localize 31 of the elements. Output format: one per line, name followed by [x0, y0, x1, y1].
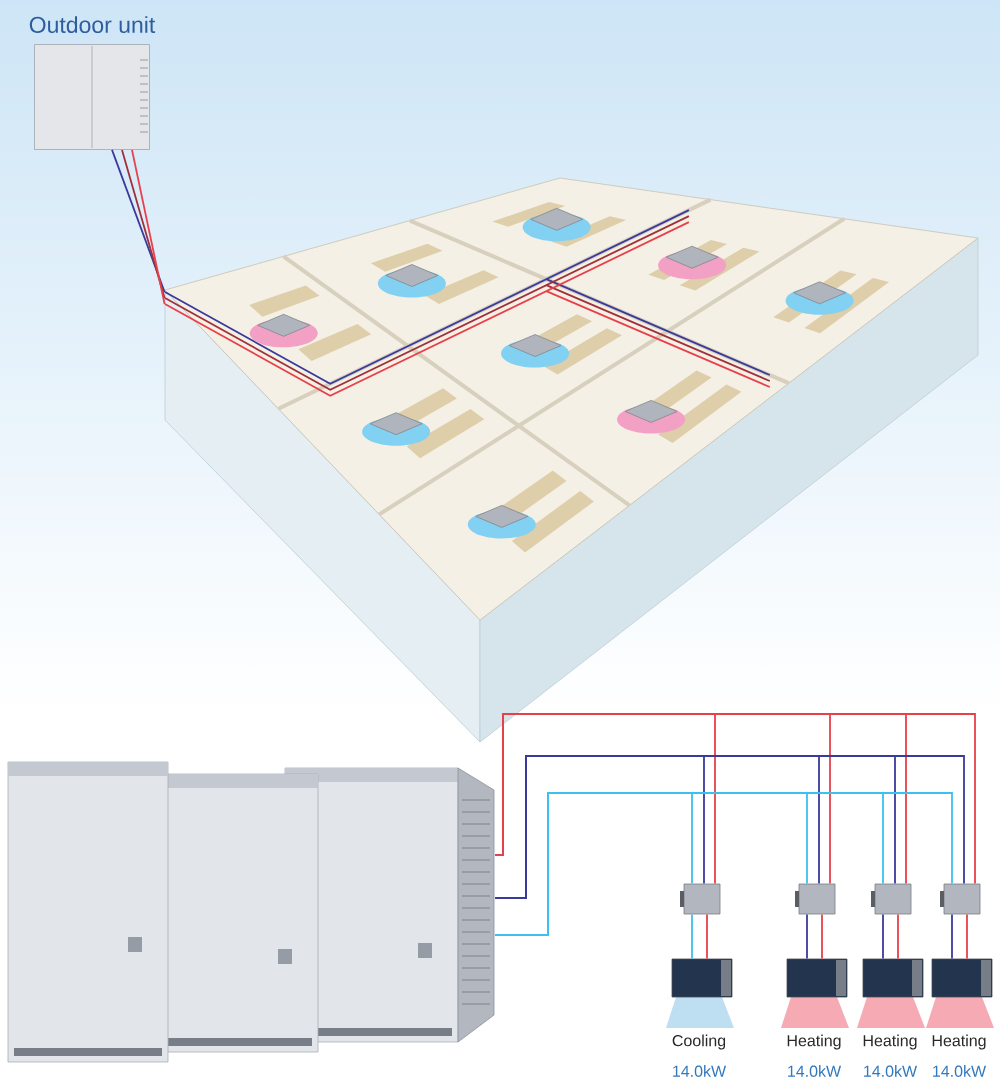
pipe: [494, 792, 953, 936]
pipe: [806, 913, 808, 960]
outdoor-unit: Outdoor unit: [29, 16, 156, 150]
mode-label: Heating: [863, 1034, 917, 1050]
pipe: [111, 149, 166, 293]
indoor-unit: [781, 958, 849, 1028]
branch-box: [795, 883, 836, 915]
branch-box: [940, 883, 981, 915]
pipe: [131, 149, 166, 305]
capacity-label: 14.0kW: [788, 1065, 842, 1077]
indoor-unit: [857, 958, 925, 1028]
indoor-unit: [926, 958, 994, 1028]
mode-label: Cooling: [672, 1034, 726, 1050]
office-building-drawing: [164, 177, 979, 743]
indoor-unit: [666, 958, 734, 1028]
capacity-label: 14.0kW: [673, 1065, 727, 1077]
capacity-label: 14.0kW: [933, 1065, 987, 1077]
pipe: [966, 913, 968, 960]
capacity-label: 14.0kW: [864, 1065, 918, 1077]
pipe: [706, 913, 708, 960]
outdoor-unit-drawing: [7, 761, 495, 1063]
mode-label: Heating: [932, 1034, 986, 1050]
branch-box: [680, 883, 721, 915]
mode-label: Heating: [787, 1034, 841, 1050]
pipe: [897, 913, 899, 960]
pipe: [882, 913, 884, 960]
pipe: [951, 913, 953, 960]
pipe: [121, 149, 166, 299]
pipe: [821, 913, 823, 960]
branch-box: [871, 883, 912, 915]
pipe: [691, 913, 693, 960]
